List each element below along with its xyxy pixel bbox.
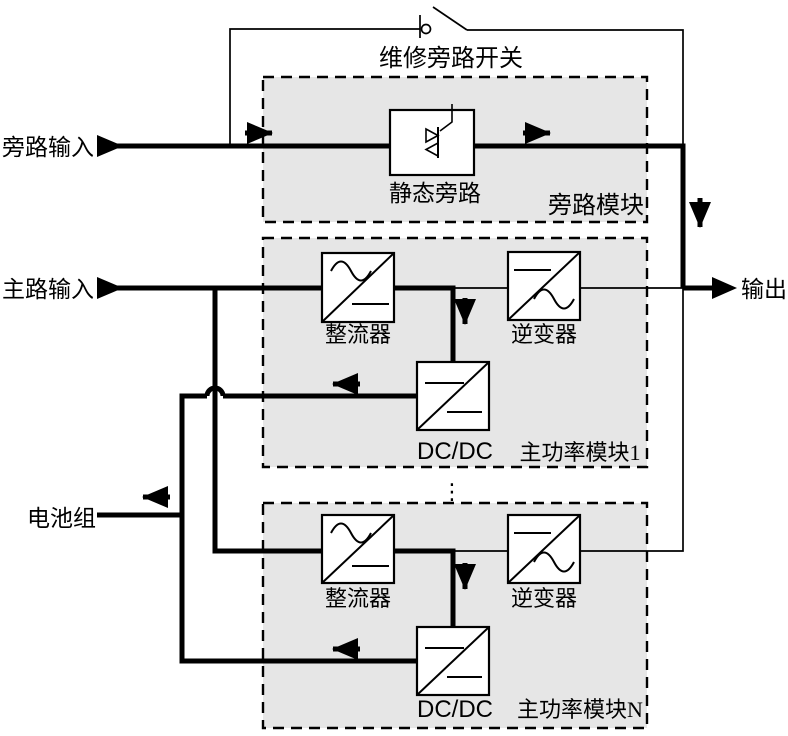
wire-main-input-branch bbox=[212, 288, 322, 554]
thyristor-icon bbox=[424, 104, 453, 158]
inverter-n-block bbox=[506, 513, 582, 585]
bypass-input-arrowhead-icon bbox=[97, 135, 123, 157]
dcdc-1-block bbox=[415, 360, 491, 432]
bypass-input-label: 旁路输入 bbox=[2, 135, 94, 160]
signal-wires bbox=[229, 6, 684, 552]
wire-maintenance-bypass-left bbox=[229, 28, 420, 146]
wire-rectifierN-to-dcdcN bbox=[394, 548, 456, 627]
dc-ac-converter-icon bbox=[507, 514, 581, 584]
inverter-1-label: 逆变器 bbox=[511, 322, 577, 347]
switch-blade bbox=[432, 6, 468, 31]
dcdc-n-label: DC/DC bbox=[417, 696, 493, 723]
dc-dc-converter-icon bbox=[416, 626, 490, 696]
main-power-module-n-label: 主功率模块N bbox=[517, 697, 643, 722]
switch-hinge-icon bbox=[420, 23, 432, 35]
maintenance-bypass-switch-label: 维修旁路开关 bbox=[379, 45, 523, 72]
static-bypass-block bbox=[388, 104, 476, 177]
main-input-arrowhead-icon bbox=[97, 277, 123, 299]
bypass-module-label: 旁路模块 bbox=[548, 192, 644, 219]
main-input-label: 主路输入 bbox=[2, 277, 94, 302]
module-continuation-dots: ⋮ bbox=[441, 480, 463, 505]
ac-dc-converter-icon bbox=[321, 252, 395, 323]
dcdc-1-label: DC/DC bbox=[417, 438, 493, 465]
labels: 旁路输入 主路输入 电池组 维修旁路开关 静态旁路 旁路模块 整流器 逆变器 D… bbox=[2, 45, 787, 723]
inverter-n-label: 逆变器 bbox=[511, 586, 577, 611]
dc-dc-converter-icon bbox=[416, 361, 490, 431]
ac-dc-converter-icon bbox=[321, 514, 395, 584]
wire-inverterN-output-bus bbox=[580, 288, 684, 552]
static-bypass-box bbox=[388, 108, 476, 177]
rectifier-1-label: 整流器 bbox=[325, 322, 391, 347]
inverter-1-block bbox=[506, 250, 582, 322]
output-label: 输出 bbox=[741, 277, 787, 302]
inline-arrowheads bbox=[97, 135, 737, 299]
power-wires bbox=[97, 143, 714, 664]
wire-maintenance-bypass-right bbox=[467, 29, 684, 146]
wire-battery-bus bbox=[179, 393, 417, 664]
battery-group-label: 电池组 bbox=[27, 506, 96, 531]
wire-bypass-input bbox=[97, 143, 686, 288]
dc-ac-converter-icon bbox=[507, 251, 581, 321]
main-power-module-1-label: 主功率模块1 bbox=[519, 440, 640, 465]
output-arrowhead-icon bbox=[712, 277, 737, 299]
wire-crossover-hop bbox=[204, 385, 226, 397]
rectifier-n-label: 整流器 bbox=[325, 586, 391, 611]
rectifier-n-block bbox=[320, 513, 396, 585]
wire-rectifier1-to-dcdc1 bbox=[394, 285, 456, 362]
rectifier-1-block bbox=[320, 251, 396, 324]
flow-arrows bbox=[142, 122, 711, 660]
dcdc-n-block bbox=[415, 625, 491, 697]
static-bypass-label: 静态旁路 bbox=[389, 181, 481, 206]
